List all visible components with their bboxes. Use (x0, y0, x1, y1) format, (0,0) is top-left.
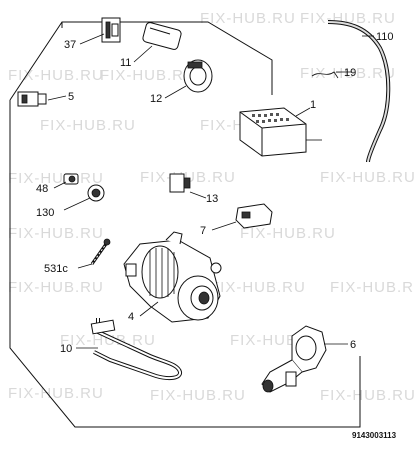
label-11: 11 (120, 57, 131, 69)
label-1: 1 (310, 99, 316, 111)
part-1-electronic-module: 1 (239, 99, 322, 157)
label-6: 6 (350, 339, 356, 351)
label-4: 4 (128, 311, 134, 323)
part-11-suppressor: 11 (120, 22, 182, 69)
watermark: FIX-HUB.RU (8, 385, 104, 402)
watermark: FIX-HUB.RU (60, 332, 156, 349)
part-10-heater: 10 (60, 318, 182, 381)
label-5: 5 (68, 91, 74, 103)
part-13-connector: 13 (169, 173, 218, 205)
watermark: FIX-HUB.RU (330, 279, 414, 296)
label-531c: 531c (44, 263, 68, 275)
part-130-grommet: 130 (36, 184, 105, 219)
part-12-pressure-switch: 12 (150, 59, 213, 105)
label-13: 13 (206, 193, 218, 205)
label-110: 110 (376, 31, 394, 43)
watermark: FIX-HUB.RU (8, 67, 104, 84)
watermark: FIX-HUB.RU (300, 65, 396, 82)
part-110-hose: 110 (327, 20, 394, 163)
label-10: 10 (60, 343, 72, 355)
watermark: FIX-HUB.RU (240, 225, 336, 242)
part-7-filter: 7 (200, 203, 273, 237)
part-531c-screw: 531c (44, 238, 111, 275)
watermark: FIX-HUB.RU (320, 387, 414, 404)
cabinet-frame (9, 21, 361, 428)
watermark: FIX-HUB.RU (150, 387, 246, 404)
part-4-motor: 4 (123, 231, 222, 323)
watermark: FIX-HUB.RU (8, 279, 104, 296)
watermark: FIX-HUB.RU (8, 170, 104, 187)
watermark: FIX-HUB.RU (210, 279, 306, 296)
document-number: 9143003113 (352, 431, 397, 440)
label-19: 19 (344, 67, 356, 79)
part-19-clip: 19 (311, 67, 356, 79)
part-37-connector: 37 (64, 17, 121, 51)
watermark: FIX-HUB.RU (8, 225, 104, 242)
label-12: 12 (150, 93, 162, 105)
watermark: FIX-HUB.RU (200, 10, 296, 27)
part-5-connector: 5 (17, 91, 74, 107)
watermark: FIX-HUB.RU (320, 169, 414, 186)
label-130: 130 (36, 207, 54, 219)
watermark: FIX-HUB.RU (300, 10, 396, 27)
label-48: 48 (36, 183, 48, 195)
watermark: FIX-HUB.RU (140, 169, 236, 186)
part-6-drain-pump: 6 (261, 325, 356, 393)
part-48-lamp: 48 (36, 173, 79, 195)
label-7: 7 (200, 225, 206, 237)
label-37: 37 (64, 39, 76, 51)
watermark-layer: FIX-HUB.RU FIX-HUB.RU FIX-HUB.RU FIX-HUB… (8, 10, 414, 404)
watermark: FIX-HUB.RU (100, 67, 196, 84)
watermark: FIX-HUB.RU (40, 117, 136, 134)
